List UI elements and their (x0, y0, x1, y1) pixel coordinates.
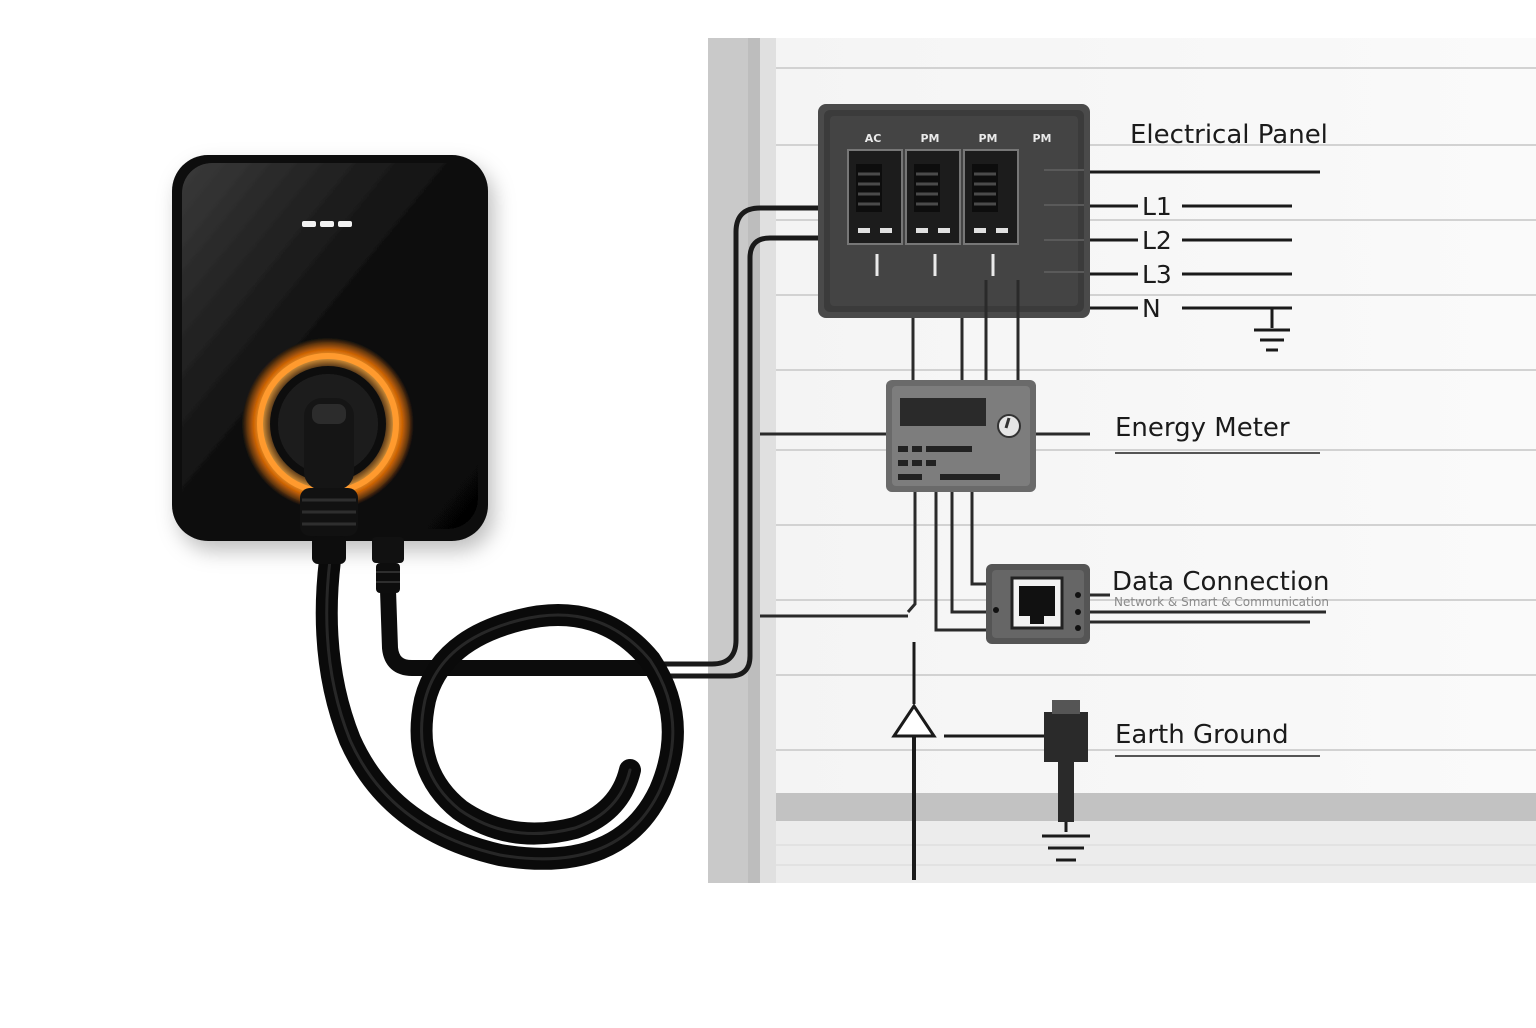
breaker-label: PM (920, 132, 939, 145)
breaker-labels: AC PM PM PM (865, 132, 1052, 145)
meter-wires (760, 280, 1090, 436)
ground-label: Earth Ground (1115, 720, 1289, 750)
breaker-label: AC (865, 132, 882, 145)
data-wires (760, 492, 1326, 632)
electrical-panel: AC PM PM PM (818, 104, 1090, 318)
phase-label-l1: L1 (1142, 192, 1172, 221)
supply-wires (647, 205, 825, 679)
energy-meter (886, 380, 1036, 492)
wall-charger (172, 155, 488, 541)
phase-label-l3: L3 (1142, 260, 1172, 289)
wall (708, 38, 1536, 883)
status-led-icon (302, 221, 352, 227)
data-sublabel: Network & Smart & Communication (1114, 595, 1329, 609)
charging-plug (300, 398, 404, 593)
phase-leaders (1090, 170, 1320, 352)
breakers (847, 149, 1019, 245)
network-port (986, 564, 1090, 644)
panel-label: Electrical Panel (1130, 120, 1328, 150)
breaker-label: PM (1032, 132, 1051, 145)
phase-label-l2: L2 (1142, 226, 1172, 255)
charging-cable (315, 549, 684, 870)
breaker-label: PM (978, 132, 997, 145)
data-label: Data Connection (1112, 567, 1329, 597)
meter-label: Energy Meter (1115, 413, 1290, 443)
earth-ground (891, 642, 1090, 880)
phase-label-n: N (1142, 294, 1161, 323)
